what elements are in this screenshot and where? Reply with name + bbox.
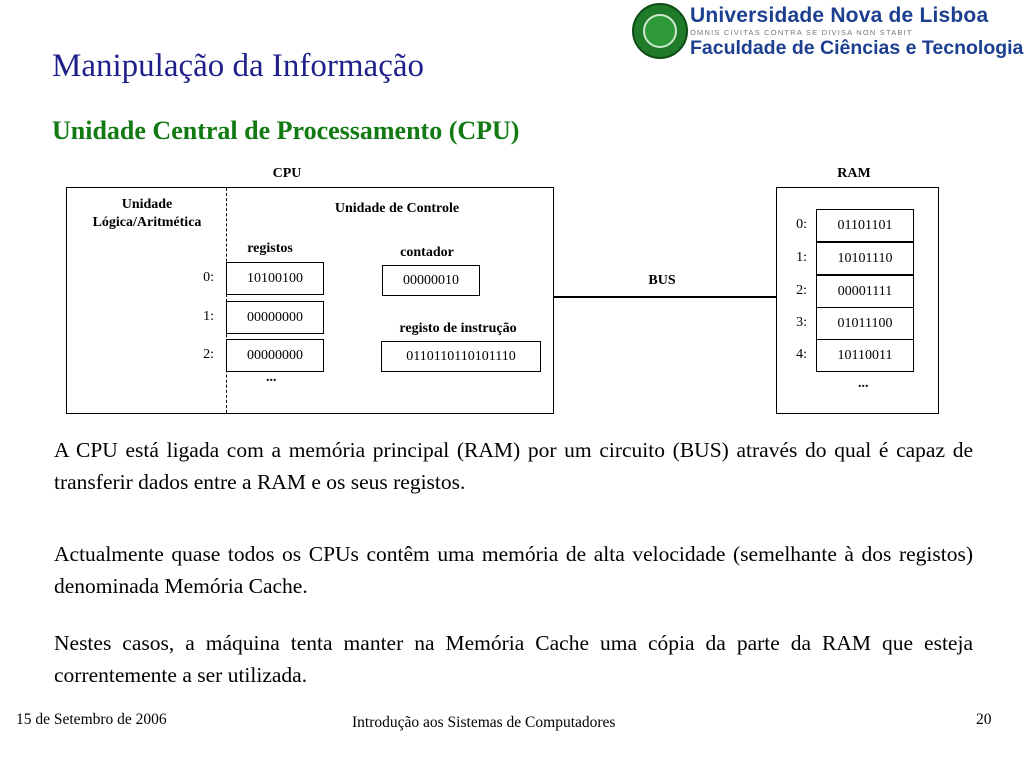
alu-label: Unidade Lógica/Aritmética bbox=[70, 196, 224, 232]
paragraph-cache-usage: Nestes casos, a máquina tenta manter na … bbox=[54, 631, 973, 687]
logo-faculty-name: Faculdade de Ciências e Tecnologia bbox=[690, 37, 1024, 59]
ram-index: 4: bbox=[796, 347, 807, 362]
alu-control-divider bbox=[226, 188, 227, 413]
footer-course-title: Introdução aos Sistemas de Computadores bbox=[352, 714, 616, 731]
register-cell-2: 00000000 bbox=[226, 339, 324, 372]
paragraph-cache: Actualmente quase todos os CPUs contêm u… bbox=[54, 542, 973, 598]
ram-cell-1: 10101110 bbox=[816, 242, 914, 275]
bus-line bbox=[554, 296, 776, 298]
footer-date: 15 de Setembro de 2006 bbox=[16, 711, 167, 728]
register-index: 1: bbox=[203, 309, 214, 324]
ram-index: 2: bbox=[796, 283, 807, 298]
ram-cell-2: 00001111 bbox=[816, 275, 914, 308]
ram-cell-3: 01011100 bbox=[816, 307, 914, 340]
program-counter-cell: 00000010 bbox=[382, 265, 480, 296]
slide-subtitle: Unidade Central de Processamento (CPU) bbox=[52, 116, 520, 145]
ram-index: 1: bbox=[796, 250, 807, 265]
counter-label: contador bbox=[400, 245, 454, 260]
register-index: 2: bbox=[203, 347, 214, 362]
bus-label: BUS bbox=[648, 273, 676, 288]
paragraph-bus: A CPU está ligada com a memória principa… bbox=[54, 438, 973, 494]
alu-label-line2: Lógica/Aritmética bbox=[92, 215, 202, 230]
control-unit-label: Unidade de Controle bbox=[334, 201, 460, 216]
seal-inner-ring bbox=[643, 14, 677, 48]
ram-more: ... bbox=[858, 376, 869, 391]
logo-motto: OMNIS CIVITAS CONTRA SE DIVISA NON STABI… bbox=[690, 28, 913, 37]
register-index: 0: bbox=[203, 270, 214, 285]
slide-title: Manipulação da Informação bbox=[52, 48, 424, 84]
footer-page-number: 20 bbox=[976, 711, 992, 728]
ram-index: 3: bbox=[796, 315, 807, 330]
logo-university-name: Universidade Nova de Lisboa bbox=[690, 4, 989, 27]
cpu-box bbox=[66, 187, 554, 414]
ram-cell-4: 10110011 bbox=[816, 339, 914, 372]
register-cell-0: 10100100 bbox=[226, 262, 324, 295]
instruction-register-label: registo de instrução bbox=[399, 321, 517, 336]
university-seal-logo bbox=[632, 3, 688, 59]
ram-cell-0: 01101101 bbox=[816, 209, 914, 242]
registers-label: registos bbox=[247, 241, 293, 256]
ram-label: RAM bbox=[837, 166, 871, 181]
cpu-label: CPU bbox=[272, 166, 302, 181]
instruction-register-cell: 0110110110101110 bbox=[381, 341, 541, 372]
ram-index: 0: bbox=[796, 217, 807, 232]
registers-more: ... bbox=[266, 370, 277, 385]
alu-label-line1: Unidade bbox=[121, 197, 173, 212]
register-cell-1: 00000000 bbox=[226, 301, 324, 334]
